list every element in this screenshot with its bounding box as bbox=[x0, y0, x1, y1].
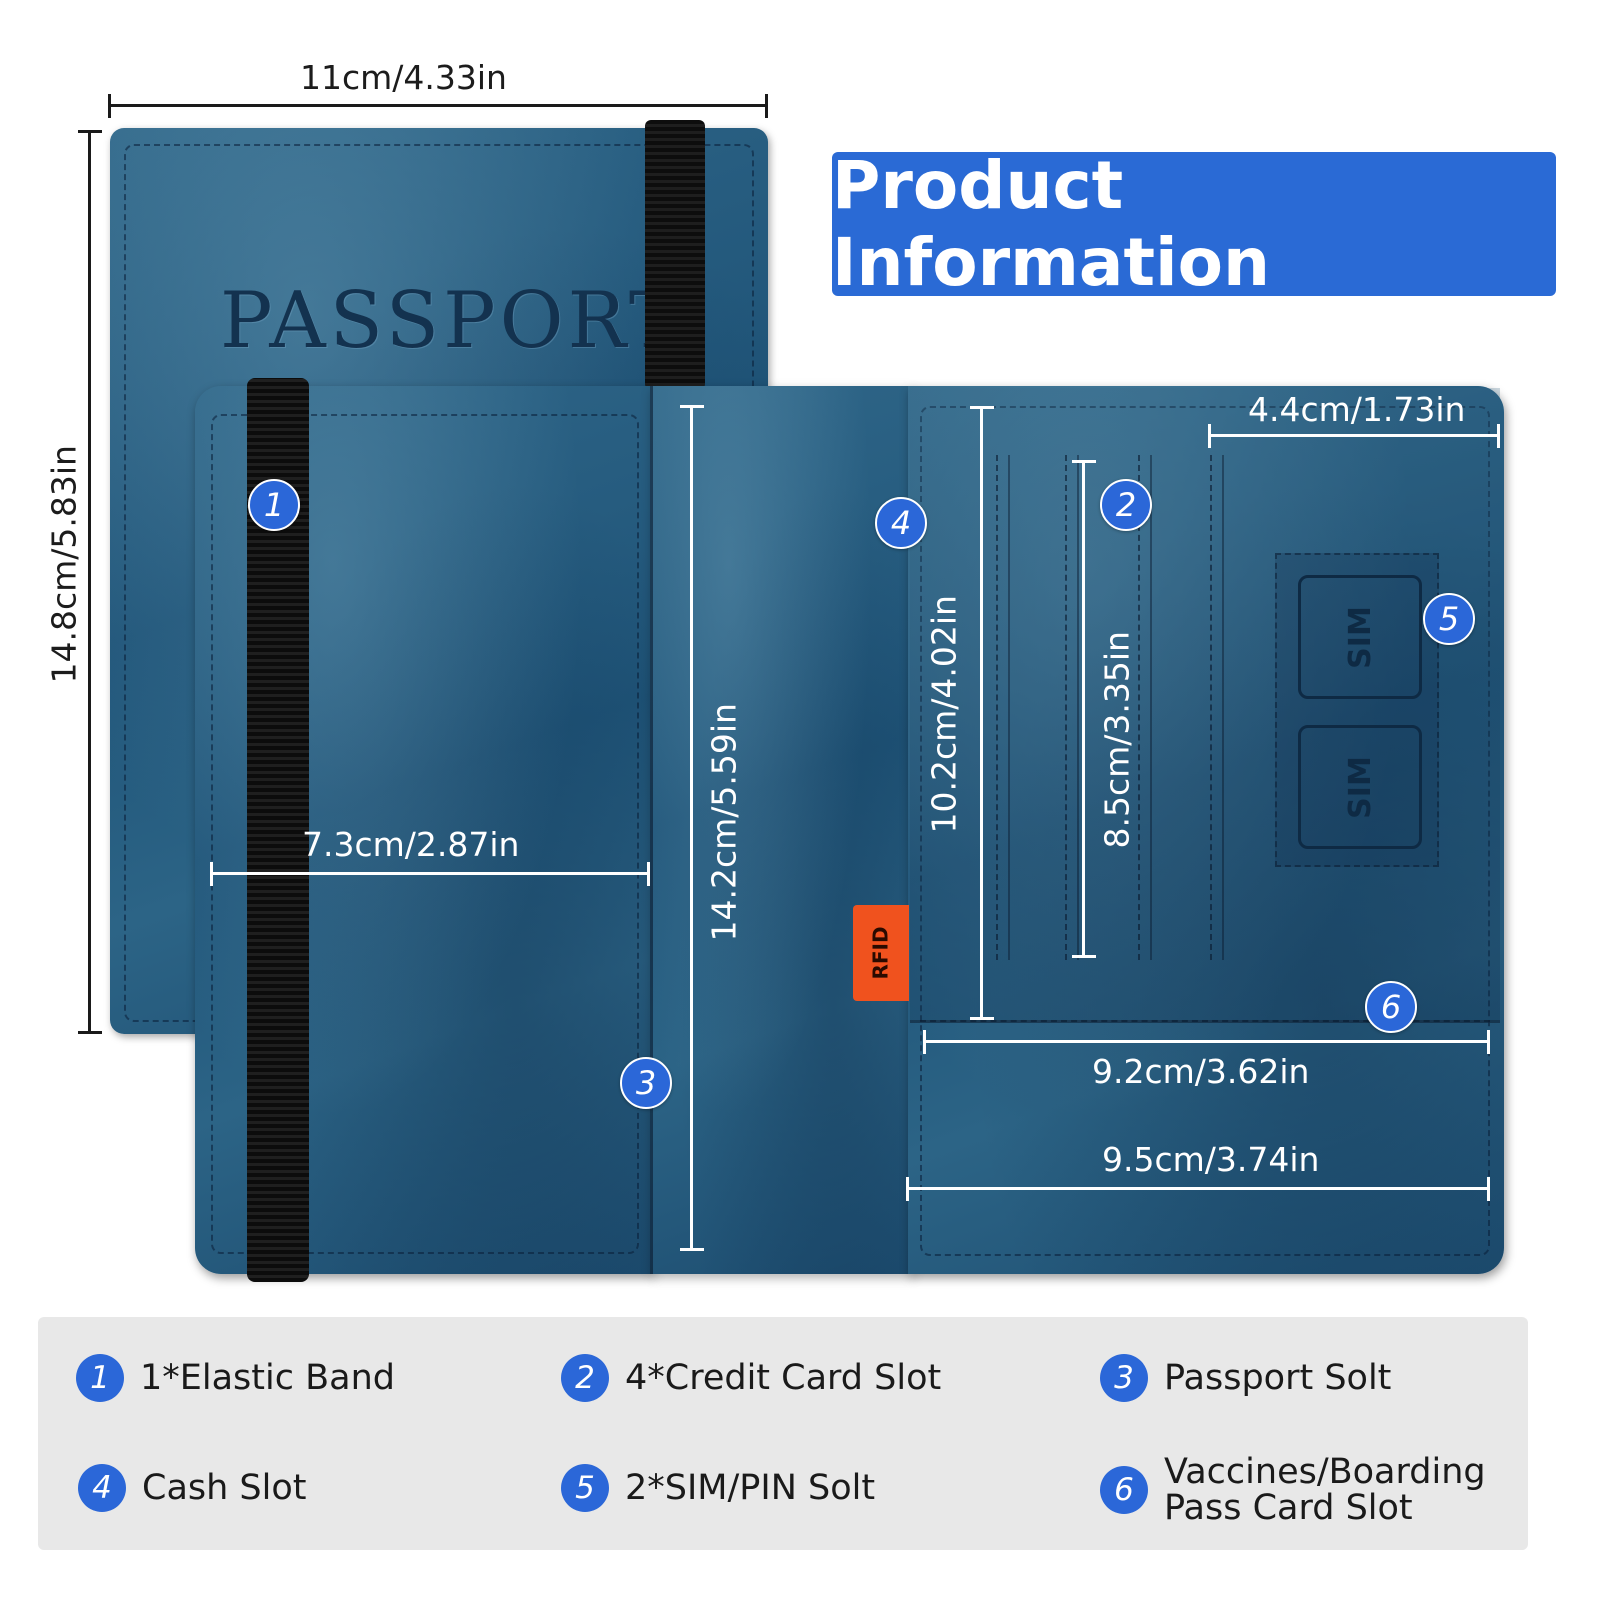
card-slot-line bbox=[1065, 455, 1079, 960]
cover-width-line bbox=[108, 94, 768, 118]
cover-elastic-band bbox=[645, 120, 705, 390]
sim-label: SIM bbox=[1342, 605, 1378, 669]
sim-label: SIM bbox=[1342, 755, 1378, 819]
card-slot-line bbox=[996, 455, 1010, 960]
legend-badge: 2 bbox=[561, 1354, 609, 1402]
passport-slot-height-line bbox=[680, 405, 704, 1251]
badge-3: 3 bbox=[620, 1057, 672, 1109]
legend-badge: 1 bbox=[76, 1354, 124, 1402]
legend-item-credit-card-slot: 2 4*Credit Card Slot bbox=[561, 1354, 941, 1402]
legend-label-line1: Vaccines/Boarding bbox=[1164, 1452, 1486, 1492]
legend-badge: 4 bbox=[78, 1464, 126, 1512]
cover-height-label: 14.8cm/5.83in bbox=[44, 445, 84, 684]
right-panel-width-label: 9.5cm/3.74in bbox=[1102, 1140, 1320, 1179]
legend-label: 4*Credit Card Slot bbox=[625, 1358, 942, 1398]
legend-item-passport-slot: 3 Passport Solt bbox=[1100, 1354, 1391, 1402]
lower-pocket-seam bbox=[920, 1020, 1490, 1022]
feature-legend: 1 1*Elastic Band 2 4*Credit Card Slot 3 … bbox=[38, 1317, 1528, 1550]
legend-label: Vaccines/Boarding Pass Card Slot bbox=[1164, 1454, 1486, 1526]
right-panel-stitching bbox=[920, 406, 1490, 1256]
open-wallet-center-panel bbox=[650, 386, 912, 1274]
legend-item-sim-pin-slot: 5 2*SIM/PIN Solt bbox=[561, 1464, 875, 1512]
passport-slot-height-label: 14.2cm/5.59in bbox=[704, 703, 744, 942]
badge-1: 1 bbox=[248, 479, 300, 531]
card-slot-line bbox=[1210, 455, 1224, 960]
legend-label: Cash Slot bbox=[142, 1468, 307, 1508]
card-slot-line bbox=[1138, 455, 1152, 960]
rfid-label: RFID bbox=[868, 926, 893, 980]
badge-5: 5 bbox=[1423, 593, 1475, 645]
sim-holder-area bbox=[1275, 553, 1439, 867]
card-slot-panel bbox=[910, 388, 1500, 1023]
inner-left-width-label: 7.3cm/2.87in bbox=[302, 825, 520, 864]
cover-width-label: 11cm/4.33in bbox=[300, 58, 507, 97]
legend-badge: 3 bbox=[1100, 1354, 1148, 1402]
lower-pocket-width-label: 9.2cm/3.62in bbox=[1092, 1052, 1310, 1091]
center-seam bbox=[650, 386, 653, 1274]
product-information-title: Product Information bbox=[832, 147, 1556, 301]
badge-6: 6 bbox=[1365, 981, 1417, 1033]
inner-left-width-line bbox=[210, 862, 650, 886]
card-slot-height-label: 8.5cm/3.35in bbox=[1097, 631, 1137, 849]
left-panel-stitching bbox=[211, 414, 639, 1254]
card-panel-height-label: 10.2cm/4.02in bbox=[924, 595, 964, 834]
card-panel-height-line bbox=[970, 406, 994, 1020]
sim-area-width-label: 4.4cm/1.73in bbox=[1248, 390, 1466, 429]
sim-slot-bottom: SIM bbox=[1298, 725, 1422, 849]
legend-label: Passport Solt bbox=[1164, 1358, 1392, 1398]
legend-label: 1*Elastic Band bbox=[140, 1358, 395, 1398]
sim-slot-top: SIM bbox=[1298, 575, 1422, 699]
legend-item-vaccines-boarding-pass: 6 Vaccines/Boarding Pass Card Slot bbox=[1100, 1454, 1486, 1526]
sim-area-width-line bbox=[1208, 424, 1500, 448]
legend-badge: 6 bbox=[1100, 1466, 1148, 1514]
lower-pocket-width-line bbox=[923, 1030, 1490, 1054]
legend-label: 2*SIM/PIN Solt bbox=[625, 1468, 876, 1508]
card-slot-height-line bbox=[1072, 460, 1096, 958]
badge-4: 4 bbox=[875, 497, 927, 549]
legend-item-elastic-band: 1 1*Elastic Band bbox=[76, 1354, 395, 1402]
legend-badge: 5 bbox=[561, 1464, 609, 1512]
legend-item-cash-slot: 4 Cash Slot bbox=[78, 1464, 307, 1512]
cover-height-line bbox=[78, 130, 102, 1034]
right-panel-width-line bbox=[906, 1177, 1490, 1201]
open-wallet-right-panel bbox=[908, 386, 1504, 1274]
badge-2: 2 bbox=[1100, 479, 1152, 531]
legend-label-line2: Pass Card Slot bbox=[1164, 1488, 1413, 1528]
rfid-tag: RFID bbox=[853, 905, 909, 1001]
cover-embossed-text: PASSPORT bbox=[220, 276, 685, 366]
